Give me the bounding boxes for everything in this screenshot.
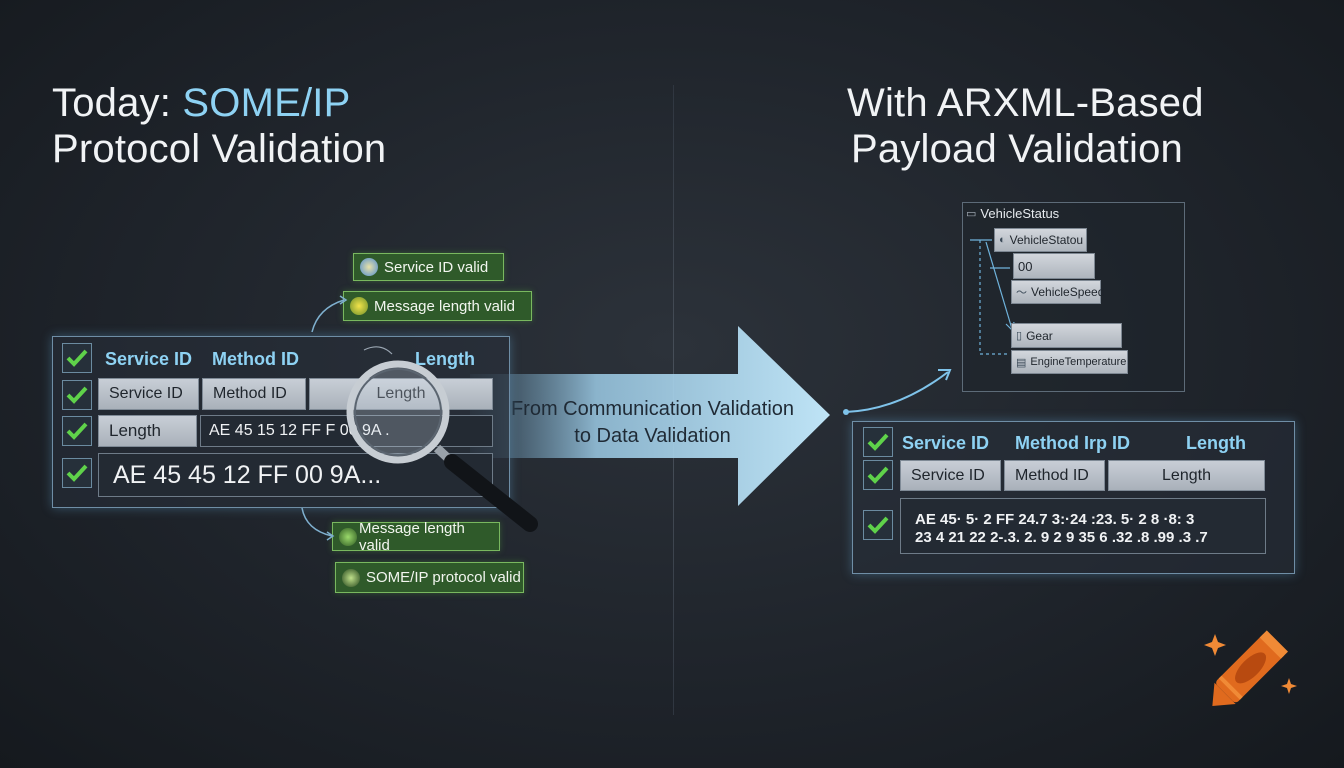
status-icon <box>350 297 368 315</box>
left-cell-length: Length <box>309 378 493 410</box>
tree-node: ▯Gear <box>1011 323 1122 348</box>
right-title: With ARXML-Based Payload Validation <box>847 80 1204 172</box>
check-icon <box>62 458 92 488</box>
left-title-highlight: SOME/IP <box>182 81 351 125</box>
arrow-caption: From Communication Validation to Data Va… <box>490 396 815 450</box>
badge-label: Service ID valid <box>384 258 489 276</box>
tree-root: ▭ VehicleStatus <box>966 206 1059 221</box>
tree-node: 00 <box>1013 253 1095 279</box>
left-payload-bytes: AE 45 45 12 FF 00 9A... <box>98 453 493 497</box>
right-cell-service-id: Service ID <box>900 460 1001 491</box>
folder-icon: ▭ <box>966 208 977 220</box>
check-icon <box>863 510 893 540</box>
payload-line-1: AE 45· 5· 2 FF 24.7 3:·24 :23. 5· 2 8 ·8… <box>915 511 1195 528</box>
right-header-service-id: Service ID <box>902 433 990 453</box>
check-icon <box>62 343 92 373</box>
right-cell-method-id: Method ID <box>1004 460 1105 491</box>
gear-icon: ▯ <box>1016 330 1023 342</box>
tree-node-label: EngineTemperature <box>1030 356 1127 368</box>
arrow-caption-line2: to Data Validation <box>574 425 731 447</box>
tree-node-label: VehicleStatou <box>1009 233 1084 247</box>
left-title-line2: Protocol Validation <box>52 127 387 171</box>
arrow-caption-line1: From Communication Validation <box>510 398 795 420</box>
badge-label: SOME/IP protocol valid <box>366 569 521 586</box>
badge-message-length-valid-bottom: Message length valid <box>332 519 500 554</box>
globe-icon <box>360 258 378 276</box>
check-icon <box>863 460 893 490</box>
left-title: Today: SOME/IP Protocol Validation <box>52 80 386 172</box>
payload-line-2: 23 4 21 22 2-.3. 2. 9 2 9 35 6 .32 .8 .9… <box>915 529 1208 546</box>
right-title-line1: With ARXML-Based <box>847 81 1204 125</box>
check-icon <box>863 427 893 457</box>
right-header-method-id: Method Irp ID <box>1015 433 1130 453</box>
magnifier-icon <box>346 360 538 532</box>
badge-label: Message length valid <box>359 519 465 554</box>
wave-icon: 〜 <box>1016 287 1027 299</box>
right-cell-length: Length <box>1108 460 1265 491</box>
left-cell-method-id: Method ID <box>202 378 306 410</box>
left-header-method-id: Method ID <box>212 349 299 369</box>
left-cell-length-label: Length <box>98 415 197 447</box>
tree-connectors <box>970 239 1015 355</box>
connector-arrow <box>301 507 335 541</box>
badge-label: Message length valid <box>374 297 515 315</box>
check-icon <box>62 380 92 410</box>
left-header-service-id: Service ID <box>105 349 193 369</box>
check-circle-icon <box>339 527 357 546</box>
check-icon <box>62 416 92 446</box>
connector-arrow <box>311 295 348 333</box>
left-title-prefix: Today: <box>52 81 183 125</box>
node-icon: ◐ <box>999 234 1006 246</box>
crayon-logo-icon <box>1204 630 1297 707</box>
badge-message-length-valid-top: Message length valid <box>343 291 532 321</box>
tree-node-label: 00 <box>1018 258 1033 274</box>
tree-root-label: VehicleStatus <box>980 206 1060 221</box>
badge-service-id-valid: Service ID valid <box>353 253 504 281</box>
thermometer-icon: ▤ <box>1016 356 1027 369</box>
tree-node-label: Gear <box>1026 328 1053 343</box>
badge-someip-protocol-valid: SOME/IP protocol valid <box>335 562 524 593</box>
right-title-line2: Payload Validation <box>851 127 1183 171</box>
left-header-length: Length <box>415 349 475 369</box>
connector-arrow <box>363 346 393 355</box>
tree-node: 〜 VehicleSpeed <box>1011 280 1105 304</box>
tree-node-label: VehicleSpeed <box>1031 285 1105 299</box>
left-cell-service-id: Service ID <box>98 378 199 410</box>
check-circle-icon <box>342 568 360 587</box>
right-payload-bytes: AE 45· 5· 2 FF 24.7 3:·24 :23. 5· 2 8 ·8… <box>900 498 1266 554</box>
connector-arrow <box>843 369 952 415</box>
tree-node: ▤EngineTemperature <box>1011 350 1128 374</box>
right-header-length: Length <box>1186 433 1246 453</box>
tree-node: ◐VehicleStatou <box>994 228 1087 252</box>
transition-arrow <box>470 326 830 506</box>
